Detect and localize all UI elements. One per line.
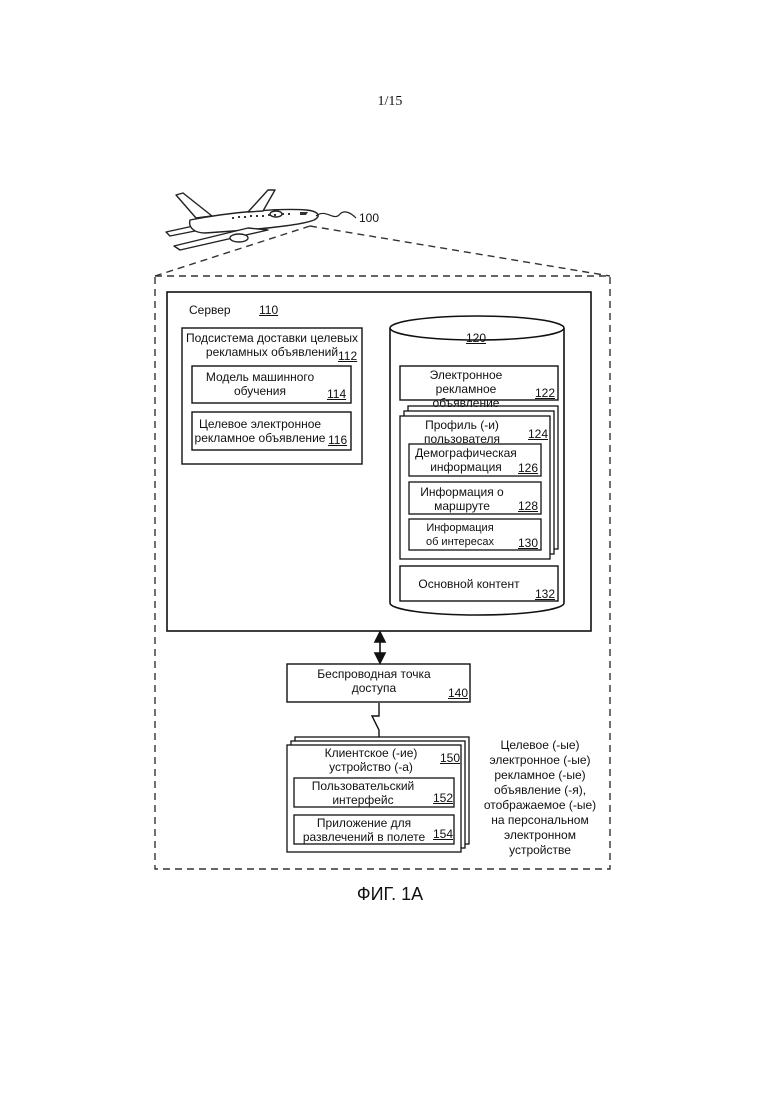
airplane-icon — [166, 190, 318, 250]
e-ad-label: Электронное рекламное объявление — [404, 368, 528, 410]
demographic-label: Демографическая информация — [412, 446, 520, 474]
ui-ref: 152 — [433, 791, 453, 805]
ui-label: Пользовательский интерфейс — [300, 779, 426, 807]
demographic-ref: 126 — [518, 461, 538, 475]
figure-caption: ФИГ. 1А — [0, 884, 780, 905]
user-profile-ref: 124 — [528, 427, 548, 441]
subsystem-ref: 112 — [338, 349, 357, 363]
ml-model-ref: 114 — [327, 387, 346, 401]
server-ap-arrow — [375, 632, 385, 663]
server-label: Сервер — [189, 303, 231, 317]
app-ref: 154 — [433, 827, 453, 841]
client-device-label: Клиентское (-ие) устройство (-а) — [316, 746, 426, 774]
side-note: Целевое (-ые) электронное (-ые) рекламно… — [476, 738, 604, 858]
main-content-label: Основной контент — [404, 577, 534, 591]
access-point-ref: 140 — [448, 686, 468, 700]
interests-ref: 130 — [518, 536, 538, 550]
interests-label: Информация об интересах — [420, 521, 500, 549]
targeted-ad-ref: 116 — [328, 433, 347, 447]
main-content-ref: 132 — [535, 587, 555, 601]
wireless-link-icon — [372, 703, 379, 742]
server-ref: 110 — [259, 303, 278, 317]
route-label: Информация о маршруте — [412, 485, 512, 513]
client-device-ref: 150 — [440, 751, 460, 765]
app-label: Приложение для развлечений в полете — [296, 816, 432, 844]
subsystem-title: Подсистема доставки целевых рекламных об… — [184, 331, 360, 359]
ml-model-label: Модель машинного обучения — [200, 370, 320, 398]
airplane-ref-leader — [316, 212, 356, 218]
airplane-ref: 100 — [359, 211, 379, 225]
user-profile-label: Профиль (-и) пользователя — [412, 418, 512, 446]
targeted-ad-label: Целевое электронное рекламное объявление — [194, 417, 326, 445]
e-ad-ref: 122 — [535, 386, 555, 400]
database-ref: 120 — [466, 331, 486, 345]
access-point-label: Беспроводная точка доступа — [304, 667, 444, 695]
route-ref: 128 — [518, 499, 538, 513]
